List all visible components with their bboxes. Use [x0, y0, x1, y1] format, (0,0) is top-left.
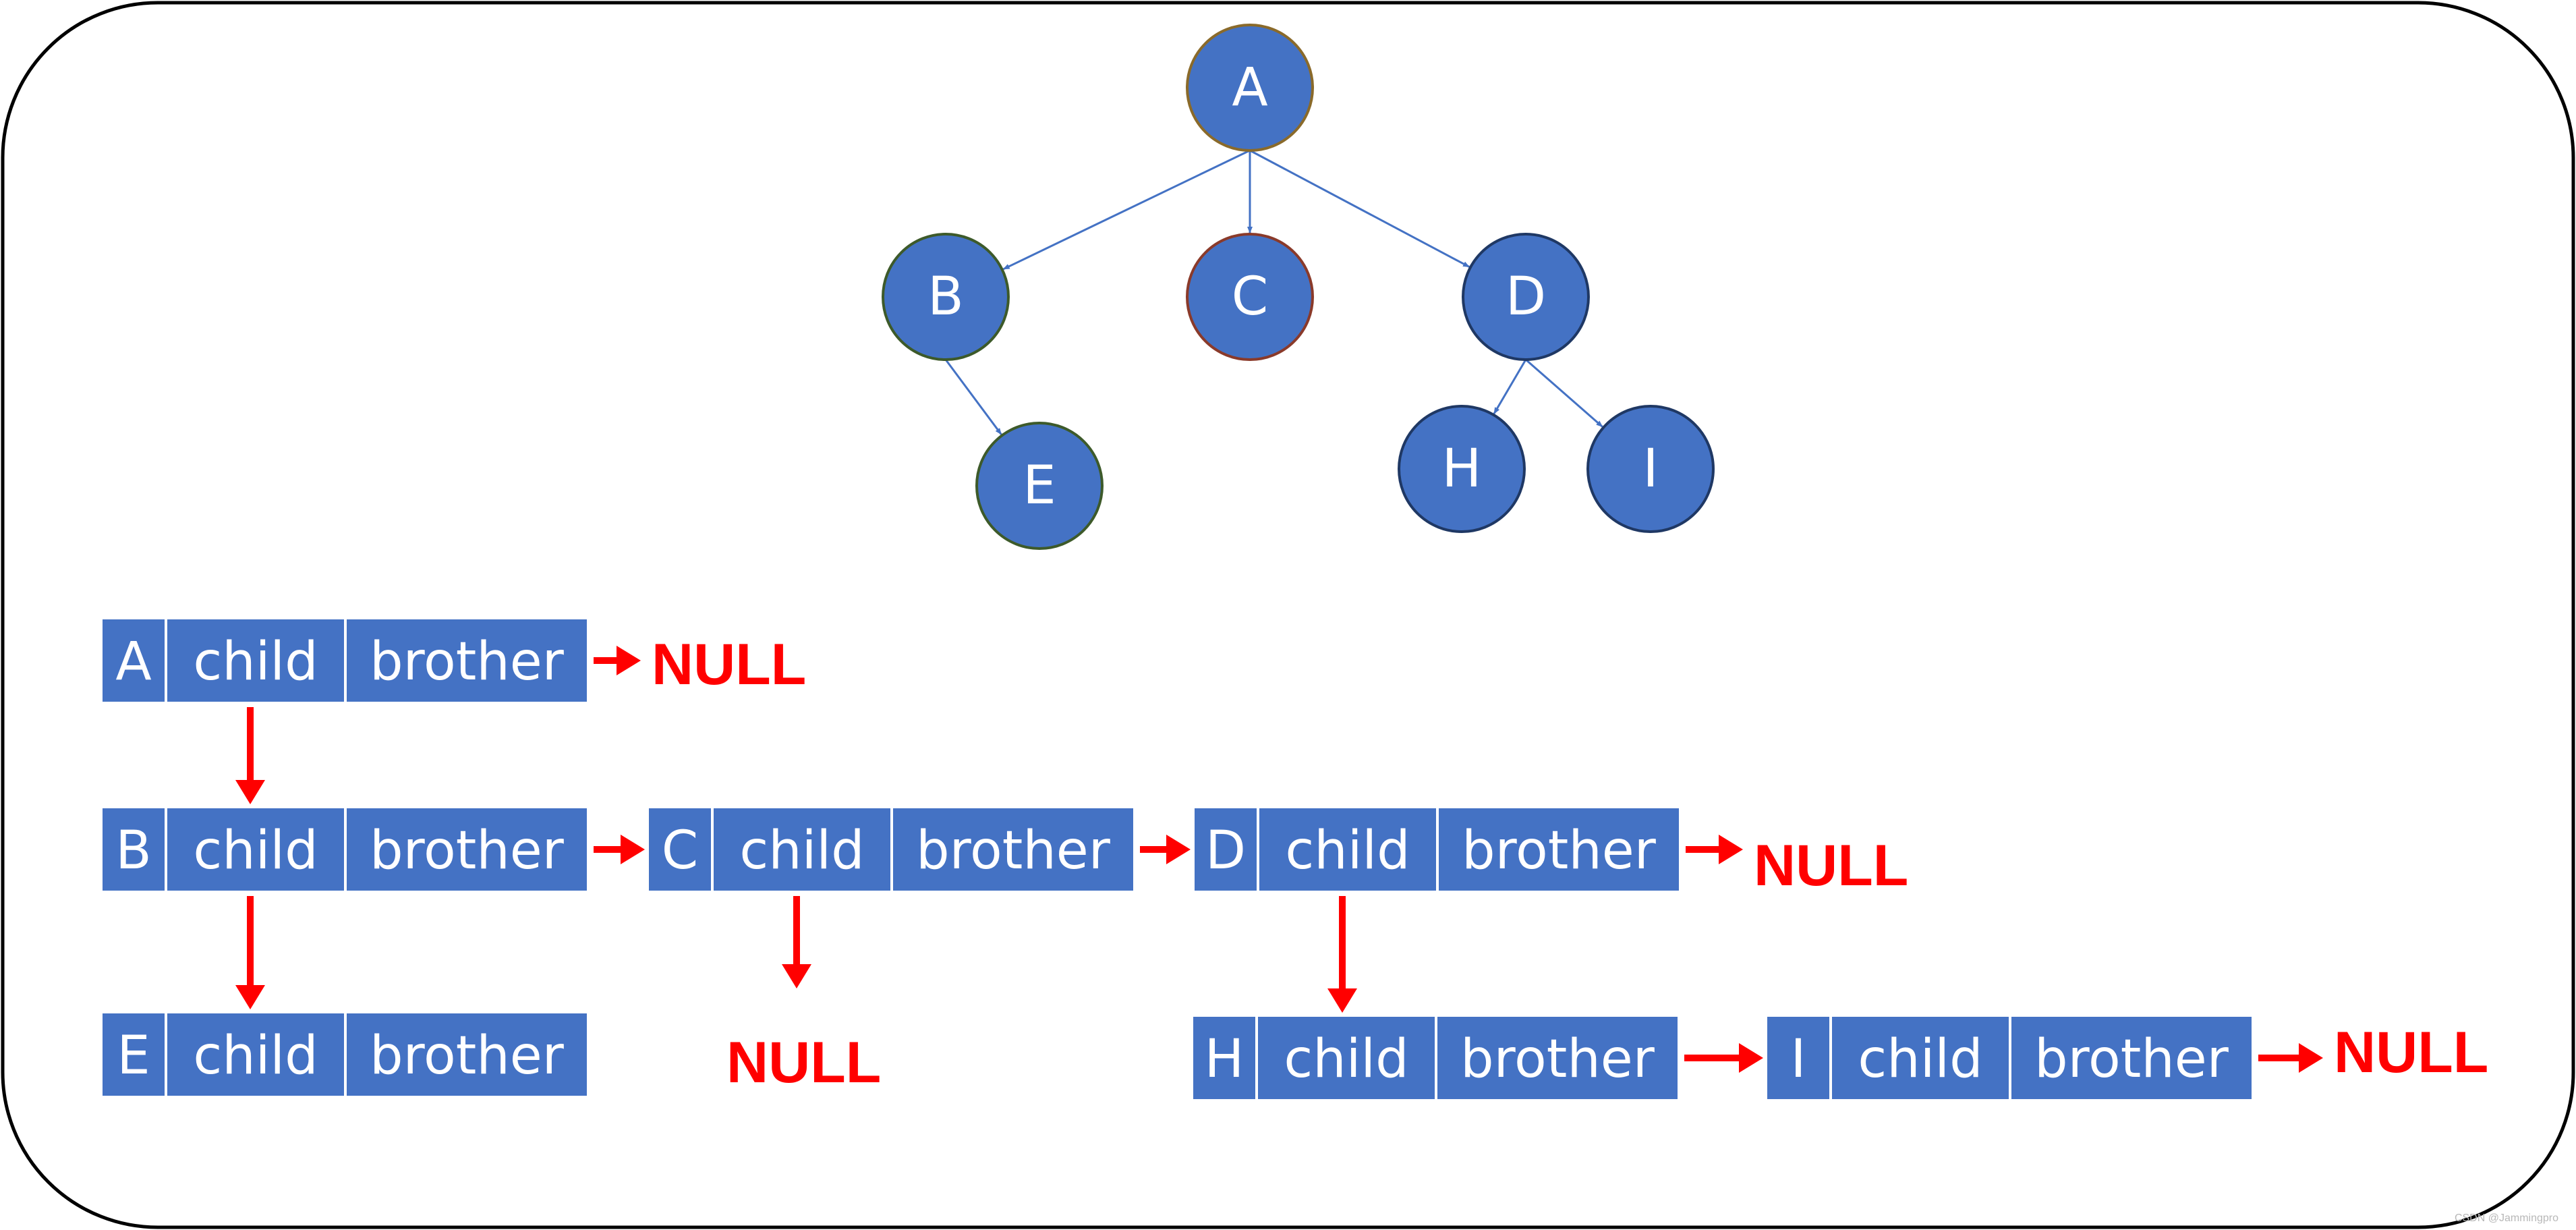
tree-nodes: A B C D E H I: [882, 24, 1715, 550]
null-a-brother-label: NULL: [652, 632, 806, 697]
tree-node-label: A: [1232, 57, 1267, 118]
arrow-b-child: [235, 896, 265, 1009]
tree-node-circle: [882, 233, 1010, 361]
tree-node-circle: [1586, 405, 1715, 533]
tree-edge-a-d: [1249, 149, 1470, 268]
record-brother-cell: [893, 808, 1133, 891]
record-name-cell: [103, 619, 165, 702]
record-name-cell: [103, 1013, 165, 1096]
record-brother-cell-label: brother: [1460, 1029, 1655, 1090]
record-brother-cell-label: brother: [916, 820, 1111, 881]
record-child-cell: [167, 1013, 344, 1096]
tree-node-circle: [1462, 233, 1590, 361]
record-name-cell-label: H: [1205, 1029, 1244, 1090]
tree-edge-b-e: [944, 359, 1002, 435]
record-name-cell: [1767, 1017, 1829, 1099]
tree-edge-d-h: [1493, 359, 1527, 414]
tree-node-b: B: [882, 233, 1010, 361]
record-name-cell: [649, 808, 711, 891]
tree-edge-a-b: [1002, 149, 1251, 271]
record-name-cell: [103, 808, 165, 891]
record-child-cell: [1259, 808, 1436, 891]
record-brother-cell: [347, 1013, 587, 1096]
record-name-cell: [1195, 808, 1257, 891]
tree-node-h: H: [1398, 405, 1526, 533]
arrow-d-child: [1327, 896, 1357, 1013]
tree-node-label: H: [1442, 439, 1482, 499]
null-d-brother-label: NULL: [1754, 833, 1908, 898]
tree-node-label: E: [1023, 455, 1056, 516]
tree-node-label: B: [927, 267, 964, 327]
tree-node-label: I: [1642, 439, 1658, 499]
tree-node-a: A: [1186, 24, 1314, 152]
record-child-cell: [167, 619, 344, 702]
tree-node-label: C: [1232, 267, 1268, 327]
tree-node-circle: [1186, 24, 1314, 152]
record-name-cell: [1193, 1017, 1255, 1099]
record-child-cell-label: child: [1285, 820, 1410, 881]
tree-node-circle: [1186, 233, 1314, 361]
record-child-cell: [714, 808, 890, 891]
tree-node-label: D: [1506, 267, 1546, 327]
watermark: CSDN @Jammingpro: [2454, 1212, 2558, 1224]
null-i-brother-label: NULL: [2334, 1020, 2488, 1085]
tree-node-circle: [1398, 405, 1526, 533]
tree-edges: [944, 149, 1603, 435]
record-name-cell-label: B: [115, 820, 152, 881]
tree-node-d: D: [1462, 233, 1590, 361]
null-labels: NULL NULL NULL NULL: [652, 632, 2488, 1095]
arrow-a-child: [235, 707, 265, 804]
record-child-cell: [1258, 1017, 1435, 1099]
record-name-cell-label: D: [1205, 820, 1246, 881]
record-child-cell-label: child: [1284, 1029, 1408, 1090]
record-brother-cell: [2011, 1017, 2252, 1099]
arrow-c-child: [782, 896, 811, 988]
tree-node-i: I: [1586, 405, 1715, 533]
list-arrows: [235, 646, 2323, 1073]
record-brother-cell: [347, 808, 587, 891]
arrow-h-brother: [1684, 1043, 1763, 1073]
record-brother-cell: [1439, 808, 1679, 891]
record-brother-cell-label: brother: [370, 820, 565, 881]
record-child-cell: [1832, 1017, 2009, 1099]
record-child-cell-label: child: [739, 820, 864, 881]
record-child-cell-label: child: [193, 632, 318, 692]
record-child-cell-label: child: [193, 820, 318, 881]
record-brother-cell-label: brother: [370, 1026, 565, 1086]
record-name-cell-label: C: [662, 820, 698, 881]
record-brother-cell-label: brother: [370, 632, 565, 692]
record-brother-cell-label: brother: [1462, 820, 1657, 881]
record-brother-cell-label: brother: [2034, 1029, 2229, 1090]
record-child-cell-label: child: [1858, 1029, 1982, 1090]
null-c-child-label: NULL: [726, 1030, 881, 1095]
record-name-cell-label: I: [1790, 1029, 1806, 1090]
tree-node-c: C: [1186, 233, 1314, 361]
tree-node-circle: [975, 422, 1104, 550]
record-brother-cell: [1437, 1017, 1678, 1099]
arrow-c-brother: [1140, 835, 1191, 864]
arrow-i-brother: [2258, 1043, 2323, 1073]
record-child-cell: [167, 808, 344, 891]
tree-node-e: E: [975, 422, 1104, 550]
arrow-b-brother: [594, 835, 645, 864]
record-name-cell-label: E: [117, 1026, 150, 1086]
arrow-a-brother: [594, 646, 641, 675]
record-name-cell-label: A: [115, 632, 151, 692]
arrow-d-brother: [1686, 835, 1743, 864]
record-brother-cell: [347, 619, 587, 702]
record-child-cell-label: child: [193, 1026, 318, 1086]
tree-edge-d-i: [1525, 358, 1603, 428]
